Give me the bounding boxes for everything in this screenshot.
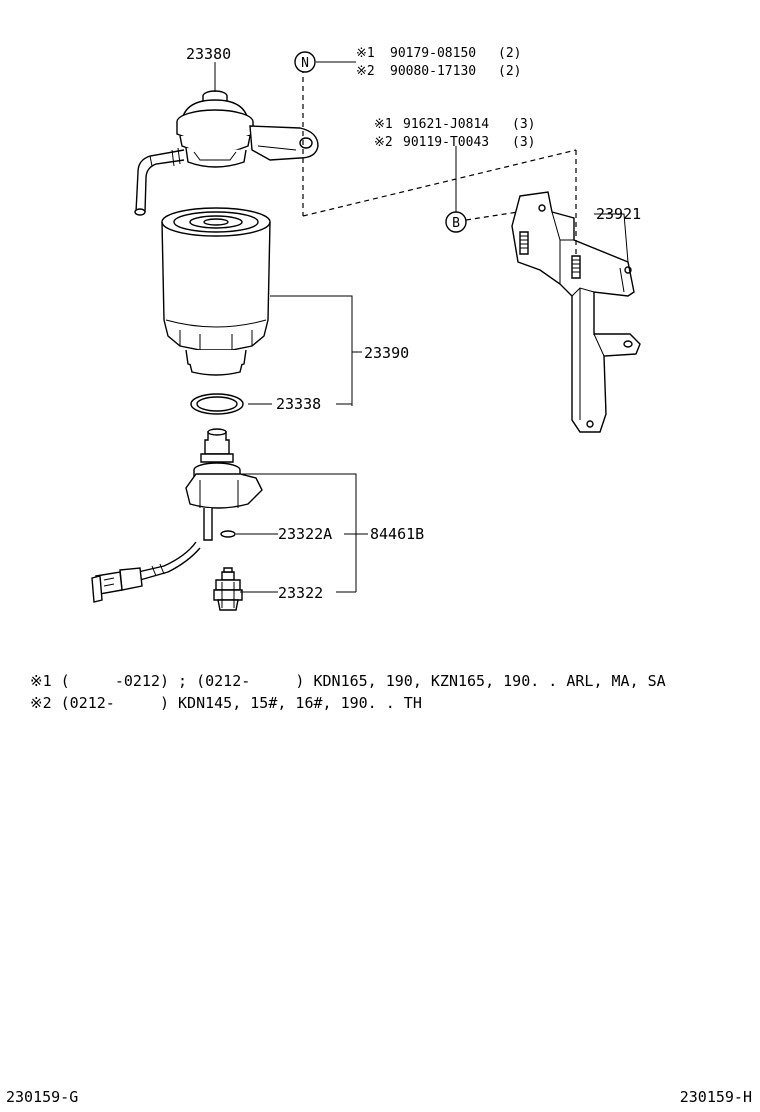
callout-23322: 23322: [278, 584, 323, 602]
callout-23390: 23390: [364, 344, 409, 362]
reference-lines: [302, 68, 577, 256]
note-n-mark-2: ※2: [356, 64, 375, 79]
drain-plug-23322: [213, 567, 243, 611]
note-b-qty-1: (3): [512, 117, 535, 132]
symbol-b-label: B: [452, 216, 460, 231]
symbol-n: N: [294, 51, 316, 73]
footnote-2: ※2 (0212- ) KDN145, 15#, 16#, 190. . TH: [30, 694, 422, 712]
note-n-mark-1: ※1: [356, 46, 375, 61]
sensor-84461b: [91, 428, 263, 603]
filter-head-23380: [134, 90, 319, 216]
note-b-part-1: 91621-J0814: [403, 117, 489, 132]
footer-code-left: 230159-G: [6, 1088, 78, 1106]
callout-84461b: 84461B: [370, 525, 424, 543]
o-ring-23338: [190, 393, 244, 415]
note-n-part-1: 90179-08150: [390, 46, 476, 61]
note-b-qty-2: (3): [512, 135, 535, 150]
symbol-b: B: [445, 211, 467, 233]
note-n-qty-1: (2): [498, 46, 521, 61]
bracket-23921: [511, 191, 641, 433]
callout-23921: 23921: [596, 205, 641, 223]
callout-23322a: 23322A: [278, 525, 332, 543]
footnote-1: ※1 ( -0212) ; (0212- ) KDN165, 190, KZN1…: [30, 672, 666, 690]
leader-lines: [214, 61, 629, 593]
bolt-notes-b: ※1 91621-J0814 (3) ※2 90119-T0043 (3): [374, 117, 535, 150]
note-b-mark-2: ※2: [374, 135, 393, 150]
footer-code-right: 230159-H: [680, 1088, 752, 1106]
note-b-mark-1: ※1: [374, 117, 393, 132]
bolt-notes-n: ※1 90179-08150 (2) ※2 90080-17130 (2): [356, 46, 521, 79]
symbol-n-label: N: [301, 56, 309, 71]
callout-23380: 23380: [186, 45, 231, 63]
note-b-part-2: 90119-T0043: [403, 135, 489, 150]
note-n-qty-2: (2): [498, 64, 521, 79]
fuel-filter-23390: [161, 207, 271, 376]
note-n-part-2: 90080-17130: [390, 64, 476, 79]
small-oring-23322a: [220, 530, 236, 538]
callout-23338: 23338: [276, 395, 321, 413]
